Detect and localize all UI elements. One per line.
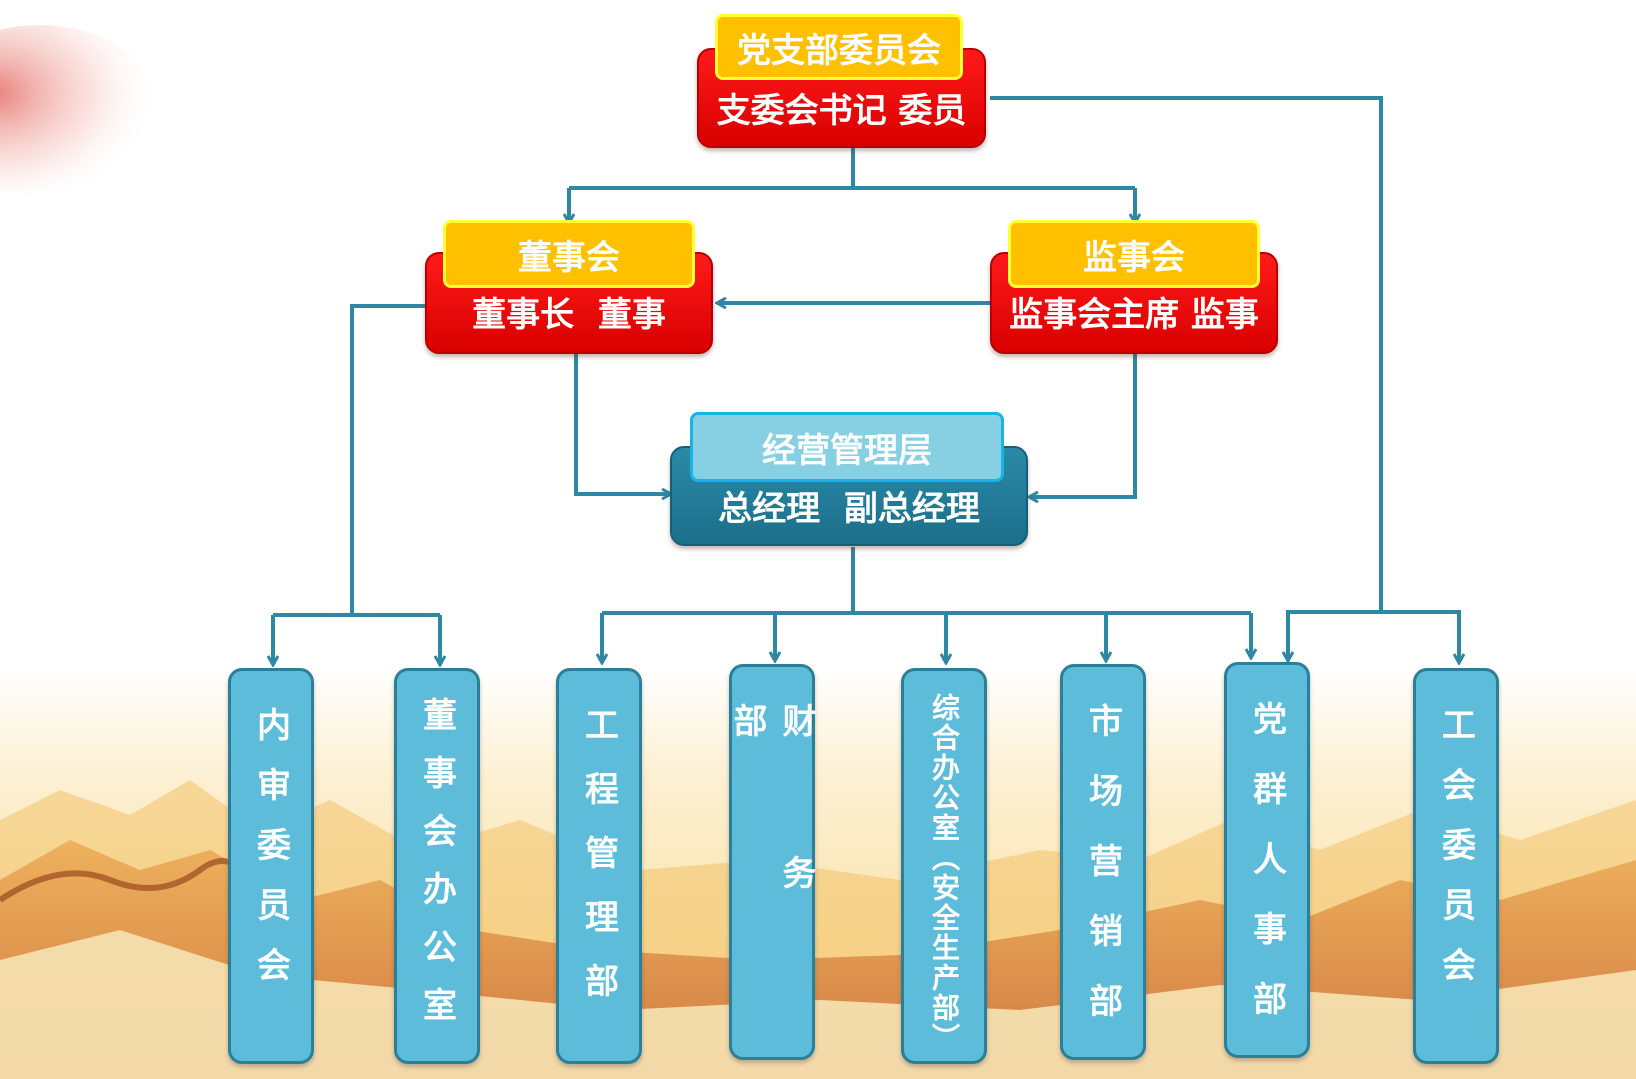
management-node: 总经理 副总经理 经营管理层 [670,412,1032,548]
dept-label: 内审委员会 [250,707,291,1007]
dept-label: 工程管理部 [578,707,619,1027]
party-committee-node: 支委会书记 委员 党支部委员会 [697,14,990,150]
connector-board-left [273,304,440,617]
blossom-decoration [0,25,160,195]
dept-engineering-management: 工程管理部 [556,668,642,1064]
management-title: 经营管理层 [762,430,932,471]
board-node: 董事长 董事 董事会 [425,220,717,356]
connector-to-union [1381,610,1459,662]
connector-management-branch [602,547,1251,615]
dept-label: 党群人事部 [1246,701,1287,1051]
board-members: 董事长 董事 [472,295,666,335]
supervisory-board-members: 监事会主席 监事 [1009,295,1259,335]
dept-label: 工会委员会 [1435,707,1476,1007]
connector-top-to-party-hr [990,96,1383,660]
dept-internal-audit-committee: 内审委员会 [228,668,314,1064]
dept-finance: 财务部 [727,664,816,1060]
dept-trade-union-committee: 工会委员会 [1413,668,1499,1064]
management-members: 总经理 副总经理 [718,489,980,529]
party-committee-title: 党支部委员会 [737,30,941,71]
connector-top-branch [569,148,1135,190]
dept-marketing: 市场营销部 [1060,664,1146,1060]
connector-board-to-management [574,352,670,494]
dept-general-office-safety: 综合办公室（安全生产部） [901,668,987,1064]
party-committee-members: 支委会书记 委员 [716,91,967,131]
dept-label: 财务部 [727,703,816,1007]
dept-party-hr: 党群人事部 [1224,662,1310,1058]
board-title: 董事会 [518,237,620,278]
dept-label: 市场营销部 [1082,703,1123,1053]
dept-board-office: 董事会办公室 [394,668,480,1064]
supervisory-board-node: 监事会主席 监事 监事会 [990,220,1282,356]
dept-label: 综合办公室（安全生产部） [928,693,961,1053]
dept-label: 董事会办公室 [416,697,457,1045]
connector-supervisors-to-management [1030,352,1137,497]
supervisory-board-title: 监事会 [1083,237,1185,278]
